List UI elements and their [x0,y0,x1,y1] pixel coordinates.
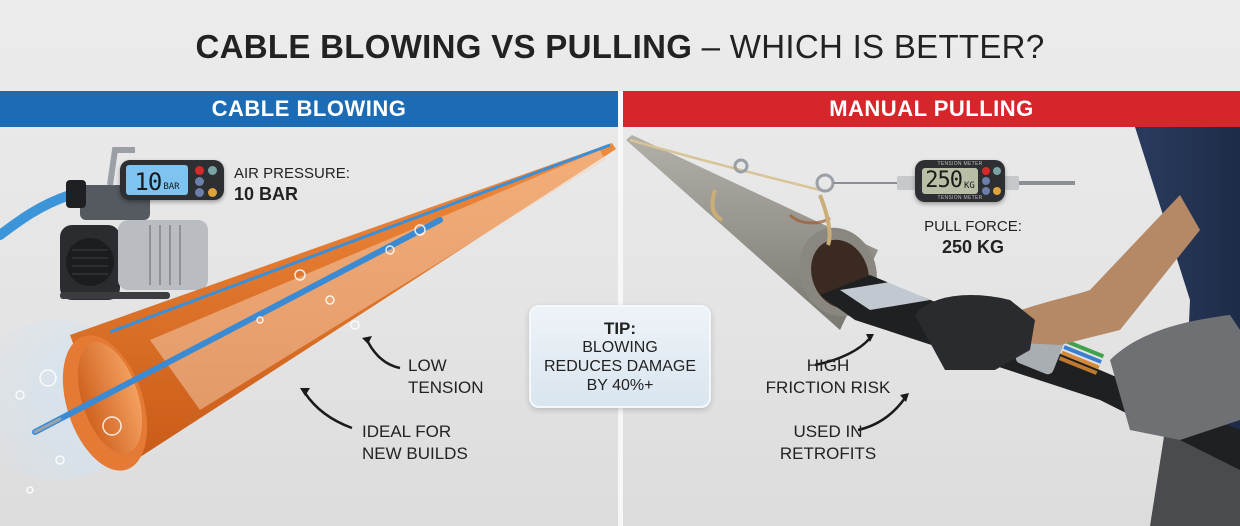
rope-icon [629,138,821,192]
tension-value: 250 [925,168,963,193]
callout-line: HIGH [806,356,850,375]
callout-line: USED IN [793,422,863,441]
compressor-icon [60,147,208,300]
page-title: CABLE BLOWING VS PULLING – WHICH IS BETT… [0,28,1240,66]
tip-line: REDUCES DAMAGE [543,358,697,375]
callout-line: IDEAL FOR [362,422,452,441]
eye-hook-icon [733,158,749,174]
pull-force-label: PULL FORCE: 250 KG [923,216,1023,258]
callout-line: TENSION [408,378,484,397]
tension-meter-caption-top: TENSION METER [937,161,983,167]
arrow-low-tension-icon [366,341,401,370]
title-bold: CABLE BLOWING VS PULLING [195,28,693,65]
cable-blowing-header: CABLE BLOWING [0,91,618,127]
meter-button-blue [982,177,990,185]
callout-retrofits: USED IN RETROFITS [763,421,893,465]
callout-friction-risk: HIGH FRICTION RISK [763,355,893,399]
tension-meter-caption-bottom: TENSION METER [937,195,983,201]
manual-pulling-header-label: MANUAL PULLING [829,96,1034,121]
gauge-button-teal [208,166,217,175]
manual-pulling-panel: TENSION METER 250 KG TENSION METER PULL … [623,127,1240,526]
tip-heading: TIP: [603,319,637,338]
tip-line: BY 40%+ [586,377,654,394]
callout-line: NEW BUILDS [362,444,468,463]
gauge-button-blue-2 [195,188,204,197]
meter-button-blue-2 [982,187,990,195]
meter-button-red [982,167,990,175]
tension-meter: TENSION METER 250 KG TENSION METER [915,160,1005,202]
air-pressure-label: AIR PRESSURE: 10 BAR [234,163,350,205]
eye-hook-icon [815,173,835,193]
gauge-button-orange [208,188,217,197]
air-pressure-caption: AIR PRESSURE: [234,165,350,182]
tension-meter-display: 250 KG [922,168,978,194]
fiber-cable-icon [32,217,443,435]
pressure-value: 10 [134,168,162,196]
meter-button-orange [993,187,1001,195]
air-pressure-value: 10 BAR [234,184,299,204]
air-bubbles-icon [15,224,426,494]
orange-duct-icon [62,143,616,471]
callout-line: RETROFITS [779,444,877,463]
pressure-gauge-display: 10 BAR [126,165,188,195]
title-light: – WHICH IS BETTER? [692,28,1045,65]
callout-line: LOW [408,356,447,375]
tip-box: TIP: BLOWING REDUCES DAMAGE BY 40%+ [529,305,711,408]
callout-low-tension: LOW TENSION [408,355,484,399]
pull-force-caption: PULL FORCE: [924,218,1022,235]
gauge-button-red [195,166,204,175]
cable-blowing-header-label: CABLE BLOWING [211,96,407,121]
callout-new-builds: IDEAL FOR NEW BUILDS [362,421,468,465]
arrow-new-builds-icon [303,392,353,430]
tension-unit: KG [963,181,975,191]
cable-blowing-panel: 10 BAR AIR PRESSURE: 10 BAR LOW TENSION … [0,127,618,526]
pull-force-value: 250 KG [941,237,1005,257]
arrow-retrofits-icon [857,397,907,432]
manual-pulling-header: MANUAL PULLING [623,91,1240,127]
gauge-button-blue [195,177,204,186]
pulling-illustration [626,127,1240,526]
arrow-friction-icon [814,337,871,367]
right-glove-icon [1110,315,1240,440]
meter-button-teal [993,167,1001,175]
tip-line: BLOWING [582,339,658,356]
pressure-gauge: 10 BAR [120,160,224,200]
left-glove-icon [915,295,1035,370]
callout-line: FRICTION RISK [765,378,891,397]
pressure-unit: BAR [163,182,180,192]
blowing-illustration [0,143,616,494]
air-hose-icon [0,190,75,240]
